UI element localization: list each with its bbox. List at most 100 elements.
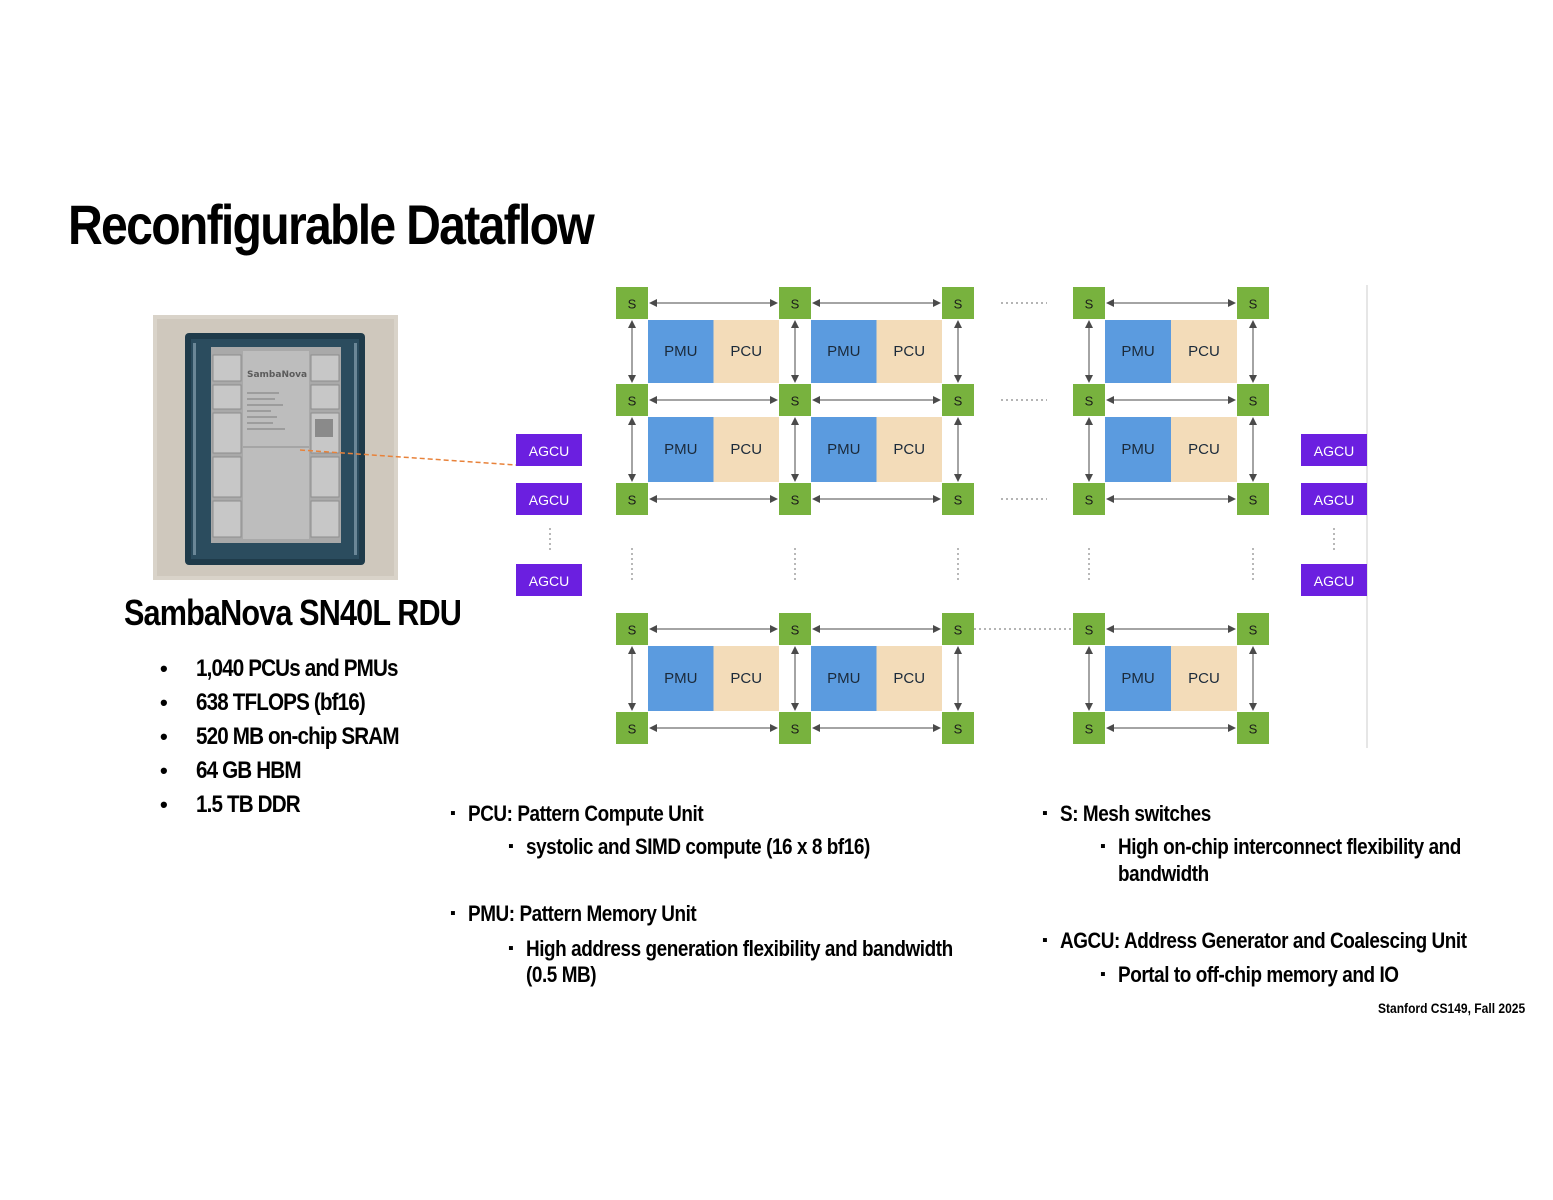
pcu-block xyxy=(1171,646,1237,711)
mesh-switch xyxy=(779,384,811,416)
legend-switch: ▪S: Mesh switches xyxy=(1042,801,1211,826)
pmu-label: PMU xyxy=(1121,441,1154,458)
mesh-switch-label: S xyxy=(954,722,963,737)
mesh-switch-label: S xyxy=(791,297,800,312)
mesh-switch xyxy=(1237,483,1269,515)
mesh-switch-label: S xyxy=(954,493,963,508)
pcu-block xyxy=(713,417,779,482)
pmu-block xyxy=(648,417,714,482)
pmu-block xyxy=(811,417,877,482)
mesh-switch-label: S xyxy=(1085,394,1094,409)
agcu-label: AGCU xyxy=(529,573,569,589)
pmu-block xyxy=(811,646,877,711)
mesh-switch xyxy=(1237,712,1269,744)
mesh-switch-label: S xyxy=(628,722,637,737)
pmu-block xyxy=(1105,320,1171,383)
mesh-switch-label: S xyxy=(954,623,963,638)
pmu-label: PMU xyxy=(664,343,697,360)
pcu-block xyxy=(876,417,942,482)
pmu-label: PMU xyxy=(827,441,860,458)
mesh-switch-label: S xyxy=(1249,394,1258,409)
pcu-block xyxy=(1171,320,1237,383)
pcu-block xyxy=(876,646,942,711)
mesh-switch-label: S xyxy=(1249,493,1258,508)
mesh-switch xyxy=(616,287,648,319)
pmu-label: PMU xyxy=(1121,670,1154,687)
agcu-label: AGCU xyxy=(1314,443,1354,459)
pcu-block xyxy=(713,646,779,711)
agcu-label: AGCU xyxy=(529,443,569,459)
mesh-switch xyxy=(779,287,811,319)
agcu-label: AGCU xyxy=(1314,492,1354,508)
legend-pmu-detail: ▪High address generation flexibility and… xyxy=(508,936,953,961)
mesh-switch-label: S xyxy=(1085,297,1094,312)
mesh-switch-label: S xyxy=(954,394,963,409)
pmu-block xyxy=(1105,646,1171,711)
mesh-switch xyxy=(616,483,648,515)
mesh-switch xyxy=(942,613,974,645)
mesh-switch-label: S xyxy=(1249,722,1258,737)
mesh-switch-label: S xyxy=(628,394,637,409)
mesh-switch-label: S xyxy=(1085,722,1094,737)
mesh-switch xyxy=(1073,712,1105,744)
mesh-switch xyxy=(1073,613,1105,645)
mesh-switch-label: S xyxy=(628,297,637,312)
pmu-block xyxy=(648,646,714,711)
mesh-switch-label: S xyxy=(1249,623,1258,638)
mesh-switch xyxy=(942,712,974,744)
legend-pmu-detail-2: (0.5 MB) xyxy=(526,962,597,987)
pmu-block xyxy=(648,320,714,383)
pmu-label: PMU xyxy=(1121,343,1154,360)
mesh-switch xyxy=(779,613,811,645)
mesh-switch-label: S xyxy=(628,493,637,508)
mesh-switch-label: S xyxy=(791,394,800,409)
legend-agcu: ▪AGCU: Address Generator and Coalescing … xyxy=(1042,928,1467,953)
product-name: SambaNova SN40L RDU xyxy=(124,592,462,633)
agcu-label: AGCU xyxy=(529,492,569,508)
pmu-label: PMU xyxy=(664,441,697,458)
mesh-switch xyxy=(942,287,974,319)
slide-title: Reconfigurable Dataflow xyxy=(68,193,595,256)
mesh-switch xyxy=(779,483,811,515)
mesh-switch xyxy=(1237,384,1269,416)
mesh-switch-label: S xyxy=(791,493,800,508)
pmu-label: PMU xyxy=(827,343,860,360)
mesh-switch-label: S xyxy=(791,623,800,638)
mesh-switch xyxy=(1073,287,1105,319)
mesh-switch-label: S xyxy=(628,623,637,638)
agcu-block xyxy=(516,483,582,515)
mesh-switch xyxy=(616,384,648,416)
legend-pcu-detail: ▪systolic and SIMD compute (16 x 8 bf16) xyxy=(508,834,870,859)
pcu-block xyxy=(876,320,942,383)
mesh-switch xyxy=(942,483,974,515)
mesh-switch xyxy=(942,384,974,416)
pmu-block xyxy=(1105,417,1171,482)
mesh-switch xyxy=(779,712,811,744)
mesh-switch xyxy=(1073,384,1105,416)
pcu-label: PCU xyxy=(893,670,925,687)
legend-agcu-detail: ▪Portal to off-chip memory and IO xyxy=(1100,962,1399,987)
rdu-architecture-diagram: PMU PCU PMU PCU PMU PCU PMU PCU PMU PCU PMU PCU PMU P… xyxy=(516,285,1368,748)
mesh-switch-label: S xyxy=(791,722,800,737)
mesh-switch xyxy=(616,712,648,744)
pcu-label: PCU xyxy=(1188,343,1220,360)
agcu-block xyxy=(1301,434,1367,466)
mesh-switch-label: S xyxy=(954,297,963,312)
pmu-label: PMU xyxy=(827,670,860,687)
pcu-label: PCU xyxy=(730,441,762,458)
chip-logo-text: SambaNova xyxy=(247,370,307,380)
pcu-label: PCU xyxy=(893,343,925,360)
legend-switch-detail-2: bandwidth xyxy=(1118,861,1209,886)
agcu-block xyxy=(1301,483,1367,515)
legend-pmu: ▪PMU: Pattern Memory Unit xyxy=(450,901,697,926)
legend-switch-detail: ▪High on-chip interconnect flexibility a… xyxy=(1100,834,1461,859)
pcu-block xyxy=(713,320,779,383)
pmu-block xyxy=(811,320,877,383)
footer-credit: Stanford CS149, Fall 2025 xyxy=(1377,1000,1525,1016)
pcu-label: PCU xyxy=(1188,670,1220,687)
agcu-block xyxy=(516,564,582,596)
pcu-label: PCU xyxy=(730,343,762,360)
legend-pcu: ▪PCU: Pattern Compute Unit xyxy=(450,801,704,826)
pcu-block xyxy=(1171,417,1237,482)
agcu-block xyxy=(516,434,582,466)
